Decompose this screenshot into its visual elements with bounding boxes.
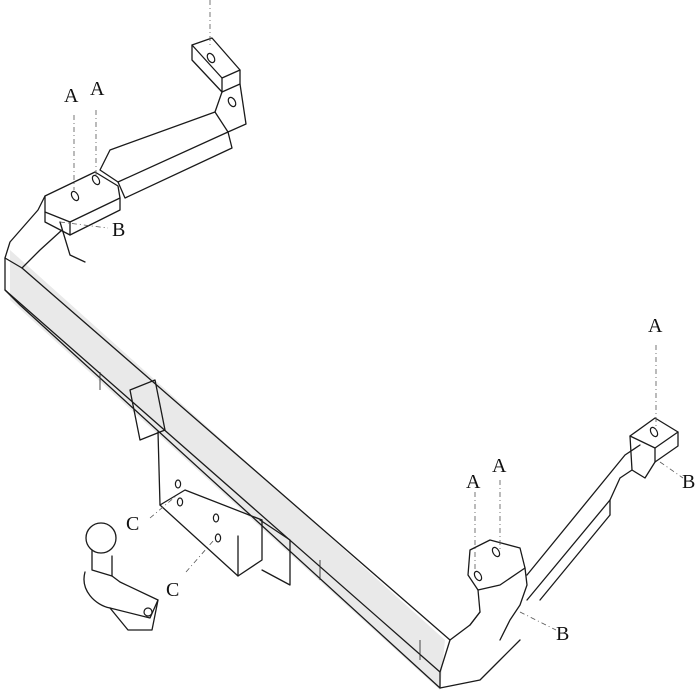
coupling-hole	[214, 533, 222, 543]
right-mounting-arm	[467, 417, 679, 641]
mounting-hole	[206, 52, 216, 64]
cross-beam	[4, 195, 521, 690]
label-b: B	[556, 623, 569, 645]
label-a: A	[466, 471, 481, 493]
label-c: C	[126, 513, 139, 535]
labels: A A B A B A A B C C	[64, 78, 695, 645]
left-mounting-arm	[44, 37, 247, 263]
mounting-hole	[227, 96, 237, 108]
coupling-hole	[176, 497, 184, 507]
coupling-hole	[212, 513, 220, 523]
label-a: A	[492, 455, 507, 477]
tow-ball-icon	[83, 522, 159, 631]
leader-lines	[59, 0, 684, 631]
coupling-hole	[174, 479, 182, 489]
mounting-hole	[473, 570, 483, 582]
mounting-hole	[70, 190, 80, 202]
label-b: B	[112, 219, 125, 241]
mounting-hole	[91, 174, 101, 186]
label-a: A	[648, 315, 663, 337]
center-bracket	[129, 379, 291, 586]
mounting-hole	[649, 426, 659, 438]
label-a: A	[64, 85, 79, 107]
label-c: C	[166, 579, 179, 601]
label-b: B	[682, 471, 695, 493]
label-a: A	[90, 78, 105, 100]
mounting-hole	[491, 546, 501, 558]
